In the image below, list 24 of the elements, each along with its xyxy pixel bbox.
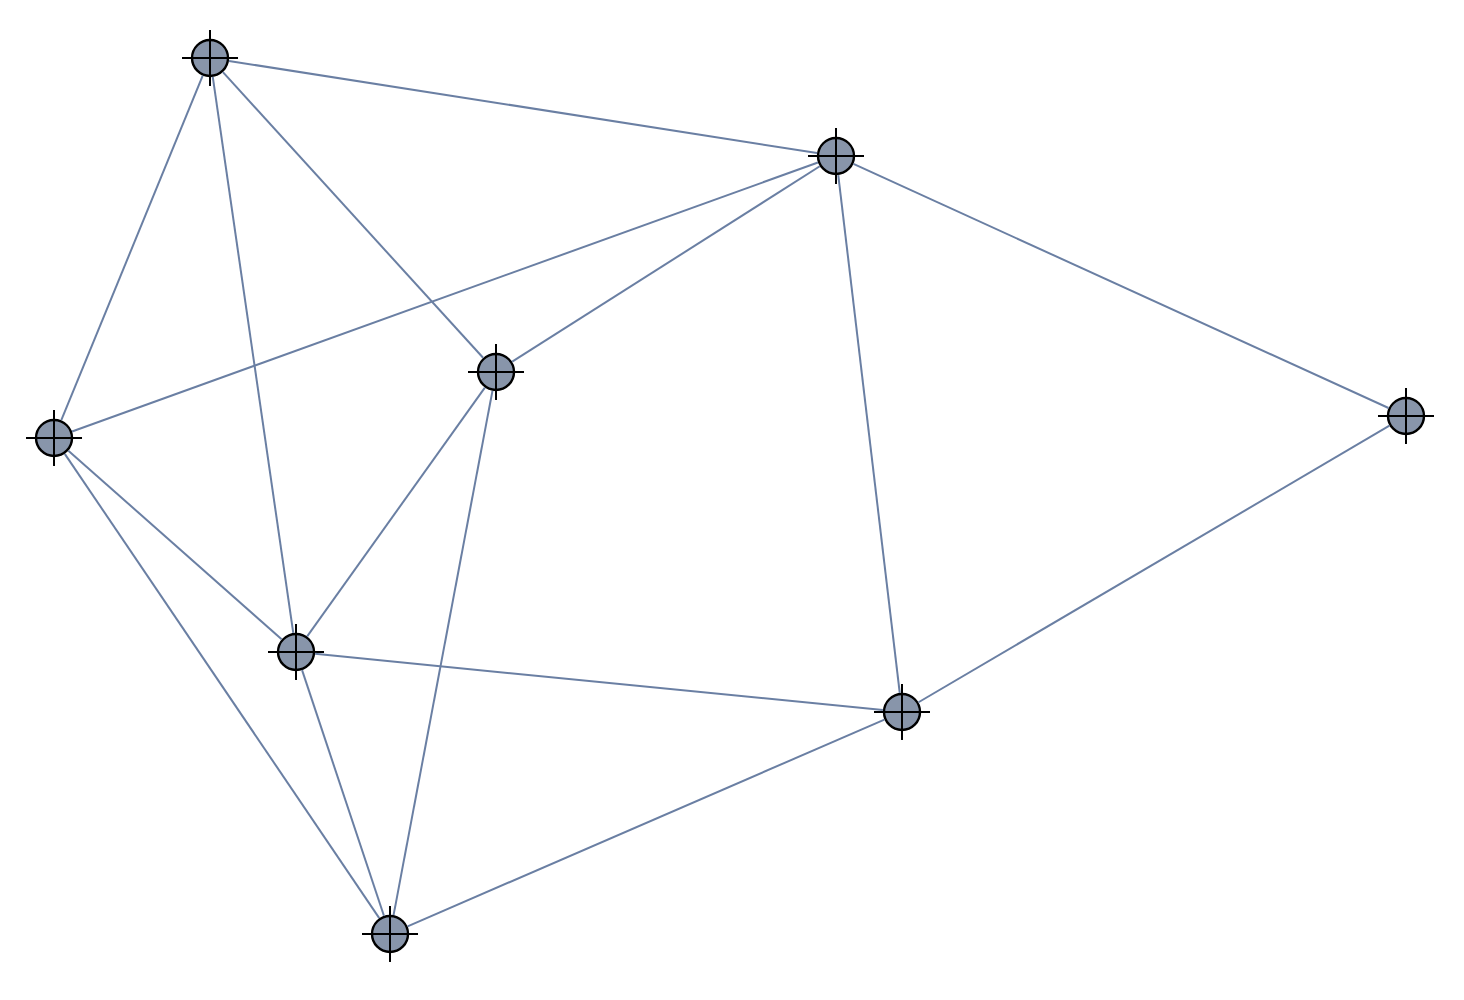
connector-line — [511, 165, 821, 363]
connector-line — [314, 652, 884, 712]
connector-line — [228, 59, 819, 154]
target-marker — [181, 29, 239, 87]
connector-line — [211, 76, 295, 634]
connector-line — [301, 669, 385, 917]
connector-line — [406, 718, 886, 928]
connector-line — [852, 162, 1390, 409]
connector-line — [221, 71, 485, 359]
target-marker — [1377, 387, 1435, 445]
connector-line — [392, 389, 494, 917]
target-marker — [361, 904, 419, 963]
target-marker — [873, 682, 931, 741]
target-marker — [267, 622, 325, 681]
connector-line — [71, 161, 819, 433]
connector-line — [60, 74, 204, 422]
connector-line — [837, 174, 901, 694]
target-marker — [467, 343, 525, 401]
connector-line — [67, 449, 283, 641]
target-marker — [25, 408, 83, 467]
connector-line — [917, 424, 1391, 704]
connector-line — [63, 452, 381, 920]
connector-line — [306, 386, 486, 638]
target-marker — [807, 127, 865, 185]
